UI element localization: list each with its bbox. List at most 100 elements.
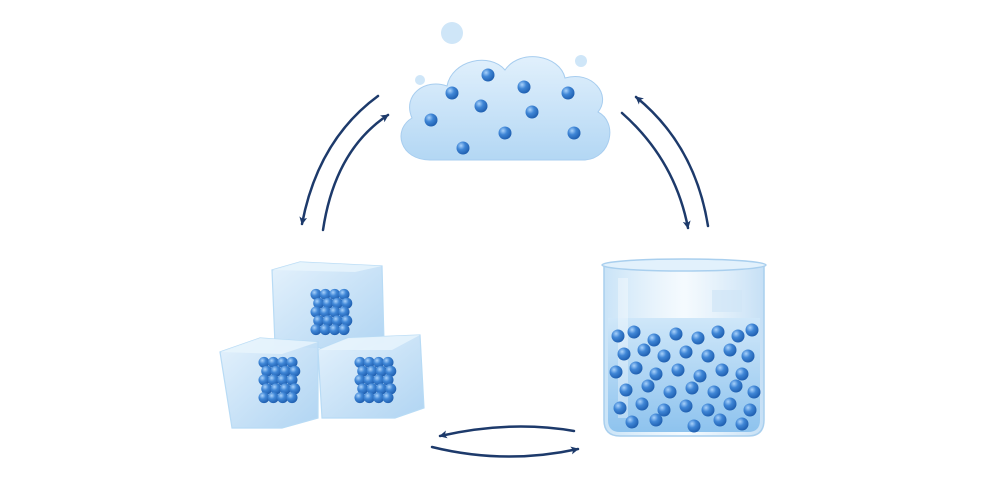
particle [382,356,394,368]
particle [663,385,677,399]
ice-cube-right [317,334,425,419]
particle [525,105,539,119]
particle [366,383,378,395]
particle [313,297,325,309]
particle [329,324,341,336]
bubble [441,22,463,44]
particle [286,392,298,404]
particle [745,323,759,337]
particle [258,356,270,368]
ice-cube-left [219,337,319,429]
particle [313,315,325,327]
particle [679,345,693,359]
particle [338,288,350,300]
particle [338,324,350,336]
particle [693,369,707,383]
particle [609,365,623,379]
particle [567,126,581,140]
particle [747,385,761,399]
particle [279,383,291,395]
particle [385,365,397,377]
particle [424,113,438,127]
particle [270,383,282,395]
ice-particles-left [258,356,301,404]
arrow-gas-to-solid [299,94,380,226]
particle [649,413,663,427]
particle [498,126,512,140]
particle [322,297,334,309]
particle [723,397,737,411]
arrow-gas-to-liquid [620,111,691,230]
particle [729,379,743,393]
particle [258,374,270,386]
particle [366,365,378,377]
particle [669,327,683,341]
particle [375,365,387,377]
particle [647,333,661,347]
particle [641,379,655,393]
cycle-arrows [299,94,710,458]
particle [625,415,639,429]
particle [286,356,298,368]
particle [657,349,671,363]
particle [319,306,331,318]
particle [338,306,350,318]
particle [456,141,470,155]
particle [270,365,282,377]
arrow-liquid-to-gas [634,95,710,228]
particle [627,325,641,339]
particle [481,68,495,82]
particle [354,392,366,404]
particle [657,403,671,417]
particle [258,392,270,404]
particle [277,356,289,368]
particle [329,288,341,300]
particle [715,363,729,377]
particle [713,413,727,427]
beaker-icon [601,258,767,437]
particle [679,399,693,413]
particle [289,383,301,395]
particle [671,363,685,377]
particle [701,349,715,363]
particle [637,343,651,357]
particle [319,324,331,336]
particle [341,315,353,327]
particle [331,315,343,327]
particle [707,385,721,399]
particle [613,401,627,415]
arrow-liquid-to-solid [438,425,576,439]
particle [629,361,643,375]
particle [375,383,387,395]
arrow-solid-to-gas [321,113,390,232]
particle [687,419,701,433]
particle [363,392,375,404]
particle [373,356,385,368]
particle [357,365,369,377]
particle [735,367,749,381]
particle [277,374,289,386]
particle [261,383,273,395]
particle [741,349,755,363]
particle [310,306,322,318]
liquid-particles [609,323,761,433]
particle [267,374,279,386]
particle [267,356,279,368]
particle [619,383,633,397]
bubble [575,55,587,67]
ice-cube-top [271,261,385,351]
particle [286,374,298,386]
particle [329,306,341,318]
particle [277,392,289,404]
particle [382,374,394,386]
particle [331,297,343,309]
particle [261,365,273,377]
particle [267,392,279,404]
gas-particles [424,68,581,155]
particle [743,403,757,417]
particle [289,365,301,377]
particle [310,324,322,336]
beaker-rim [601,258,767,272]
particle [445,86,459,100]
